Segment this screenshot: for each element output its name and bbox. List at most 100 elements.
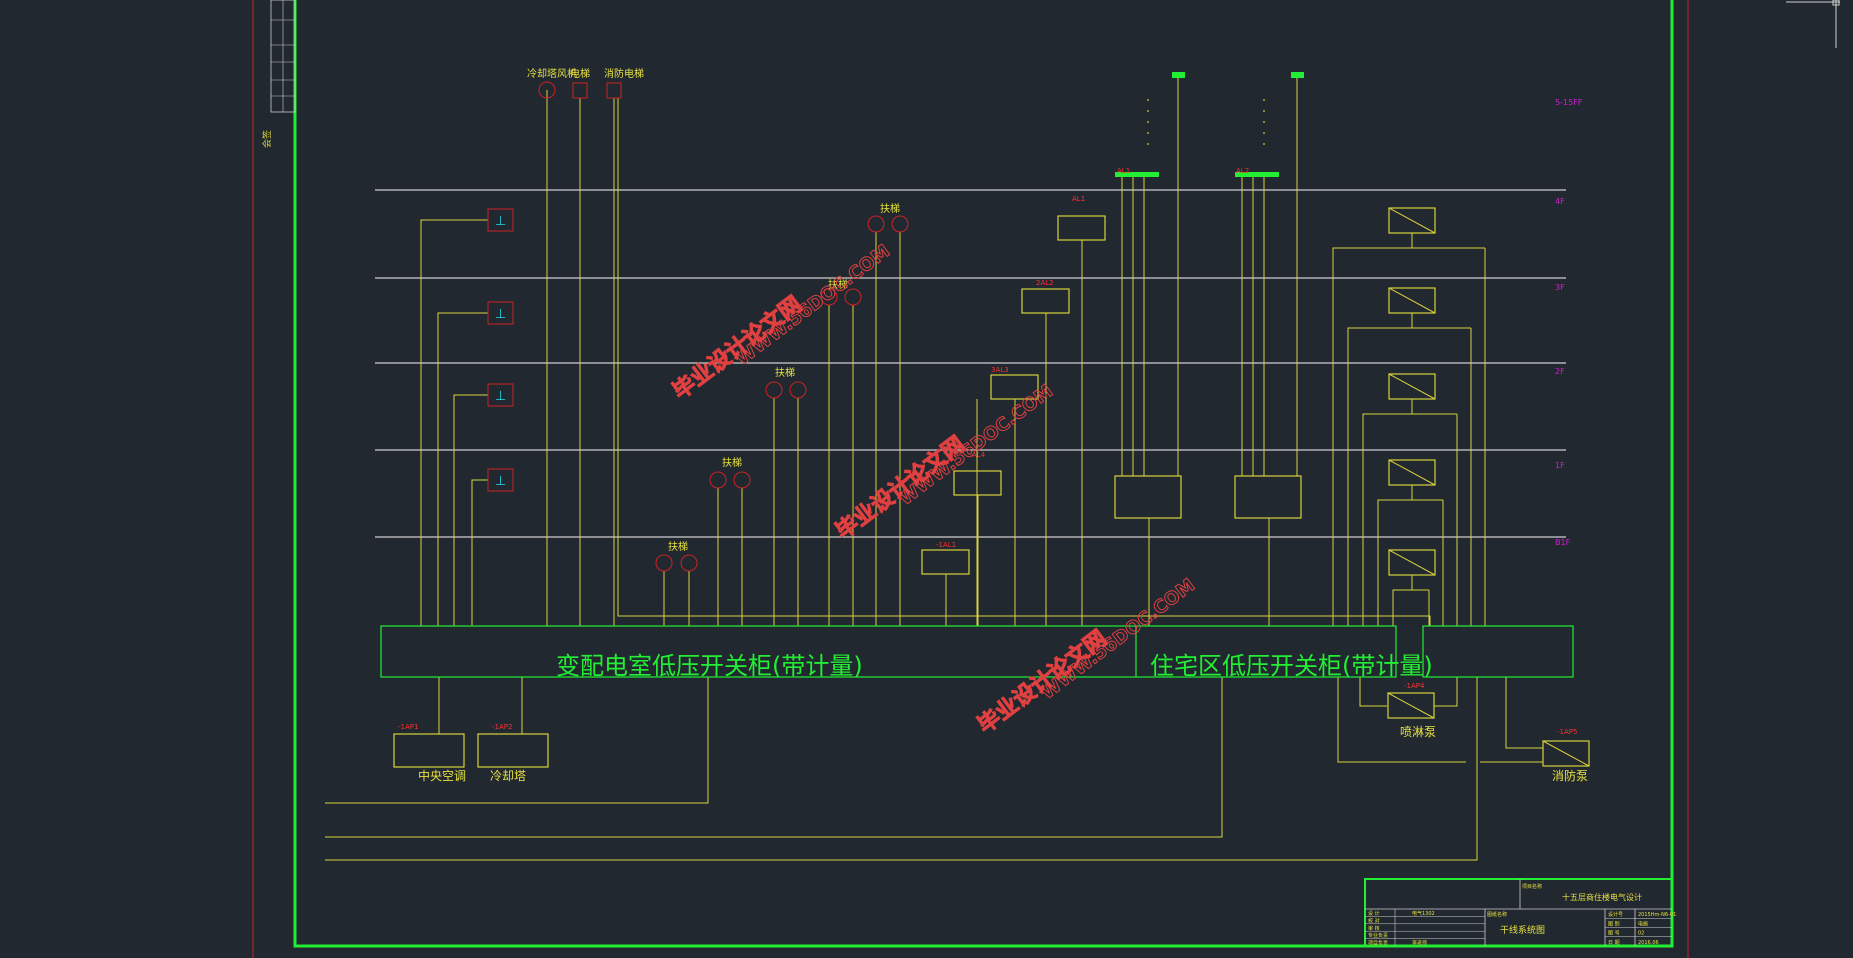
riser-label-1: AL1 (1117, 167, 1130, 175)
side-strip-label: 会签 (261, 130, 273, 148)
tb-left-label-0: 设 计 (1368, 910, 1380, 917)
escalator-label-5: 扶梯 (668, 540, 688, 553)
continuation-dot-0-4 (1147, 143, 1149, 145)
tb-left-label-3: 专业负责 (1368, 932, 1388, 939)
tb-right-val-0: 2015Hm-N6-01 (1638, 912, 1676, 918)
continuation-dot-0-1 (1147, 110, 1149, 112)
floor-label-0: 5-15FF (1555, 98, 1583, 107)
fire-pump-slash-3 (1388, 459, 1436, 486)
outgoing-line-3 (325, 677, 1478, 861)
watermark-cn-2: 毕业设计论文网 (973, 625, 1112, 738)
fire-pump-slash-4 (1388, 549, 1436, 576)
fire-bottom-feed (1505, 677, 1543, 749)
outgoing-line-1 (325, 677, 709, 804)
watermark-url-1: WWW.56DOC.COM (895, 381, 1057, 510)
escalator-motor-b-4 (680, 554, 698, 572)
distribution-box-labels: AL1 2AL2 3AL3 AL4 -1AL1 AL1 AL2 (936, 167, 1249, 549)
fire-pump-slash-0 (1388, 207, 1436, 234)
spray-tag: -1AP4 (1404, 682, 1425, 690)
floor-label-1: 4F (1555, 197, 1565, 206)
escalator-motor-a-1 (820, 288, 838, 306)
tb-left-label-1: 校 对 (1368, 917, 1380, 924)
elevator-box (572, 82, 588, 99)
floor-label-4: 1F (1555, 461, 1565, 470)
continuation-dot-1-3 (1263, 132, 1265, 134)
title-block-border (1364, 878, 1673, 947)
fire-pump-box-0 (1388, 207, 1436, 234)
fire-pump-slash-1 (1388, 287, 1436, 314)
tower-label: 冷却塔 (490, 769, 526, 783)
escalator-motor-a-4 (655, 554, 673, 572)
watermark-url-2: WWW.56DOC.COM (1037, 575, 1199, 704)
fire-pump-slash-2 (1388, 373, 1436, 400)
devices: ⊥⊥⊥⊥ (487, 72, 1590, 767)
distribution-box-4 (921, 549, 970, 575)
residential-meter-box-0 (1114, 475, 1182, 519)
fire-pump-feed-l-4 (1392, 575, 1413, 626)
motor-cooling-fan-icon (538, 81, 556, 99)
earth-icon-3: ⊥ (495, 474, 506, 489)
escalator-label-4: 扶梯 (722, 456, 742, 469)
continuation-dot-1-1 (1263, 110, 1265, 112)
corner-mark-box (1832, 0, 1840, 6)
residential-switchgear-label: 住宅区低压开关柜(带计量) (1150, 652, 1433, 680)
tower-box (477, 733, 549, 768)
fire-pump-box-2 (1388, 373, 1436, 400)
escalator-motor-b-1 (844, 288, 862, 306)
switchgear-row: 变配电室低压开关柜(带计量) 住宅区低压开关柜(带计量) (380, 625, 1574, 680)
dist-box-label-3al3: 3AL3 (991, 366, 1009, 374)
tb-left-label-2: 审 核 (1368, 925, 1380, 932)
earth-icon-1: ⊥ (495, 307, 506, 322)
tb-left-val-4: 李老师 (1412, 940, 1427, 947)
tb-project: 十五层商住楼电气设计 (1562, 892, 1642, 902)
bottom-loads: -1AP1 -1AP2 中央空调 冷却塔 -1AP4 喷淋泵 -1AP5 消防泵 (393, 682, 1588, 783)
top-labels: 冷却塔风机 电梯 消防电梯 (527, 67, 644, 80)
riser-label-2: AL2 (1236, 167, 1249, 175)
tower-tag: -1AP2 (492, 723, 512, 731)
dist-box-label-2al2: 2AL2 (1036, 279, 1054, 287)
spray-pump-box (1387, 692, 1435, 719)
watermark-cn-0: 毕业设计论文网 (668, 291, 807, 404)
continuation-dot-1-4 (1263, 143, 1265, 145)
tb-drawing-label: 图纸名称 (1487, 911, 1507, 918)
spray-feed-r (1434, 677, 1458, 707)
floor-label-3: 2F (1555, 367, 1565, 376)
outgoing-line-2 (325, 677, 1223, 838)
escalator-labels: 扶梯 扶梯 扶梯 扶梯 扶梯 (668, 202, 900, 553)
earth-feeder-1 (437, 312, 488, 626)
fire-pump-feed-l-2 (1362, 399, 1413, 626)
floor-label-2: 3F (1555, 283, 1565, 292)
continuation-dot-1-2 (1263, 121, 1265, 123)
fire-elevator-box (606, 82, 622, 99)
frame-green-border (293, 0, 1674, 948)
hvac-box (393, 733, 465, 768)
tb-right-val-3: 2016.06 (1638, 940, 1659, 946)
spray-label: 喷淋泵 (1400, 725, 1436, 739)
main-switchgear-label: 变配电室低压开关柜(带计量) (556, 652, 863, 680)
earth-box-0 (487, 208, 514, 232)
fire-pump-bottom-slash (1542, 740, 1590, 767)
hvac-label: 中央空调 (418, 768, 466, 783)
label-fire-elevator: 消防电梯 (604, 67, 644, 80)
distribution-box-0 (1057, 215, 1106, 241)
fire-pump-feed-l-3 (1377, 485, 1413, 626)
tb-right-label-1: 图 别 (1608, 920, 1620, 927)
continuation-dot-0-3 (1147, 132, 1149, 134)
fire-pump-box-4 (1388, 549, 1436, 576)
earth-feeder-2 (453, 394, 488, 626)
riser-top-cap-1 (1291, 72, 1304, 78)
side-strip: 会签 (261, 0, 296, 148)
earth-icon-0: ⊥ (495, 214, 506, 229)
fire-tag: -1AP5 (1557, 728, 1577, 736)
residential-meter-box-1 (1234, 475, 1302, 519)
fire-pump-feed-l-1 (1347, 313, 1413, 626)
tb-project-label: 项目名称 (1522, 883, 1542, 890)
tb-right-label-0: 设计号 (1608, 911, 1623, 918)
dist-box-label-al4: AL4 (972, 451, 986, 459)
earth-box-2 (487, 383, 514, 407)
fire-switchgear-box (1422, 625, 1574, 678)
